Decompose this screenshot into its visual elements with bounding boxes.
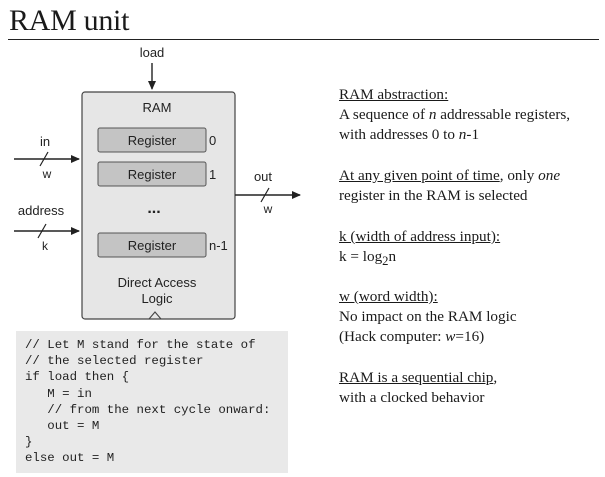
logic-label-line1: Direct Access <box>118 275 197 290</box>
note-line: A sequence of n addressable registers, <box>339 106 571 123</box>
register-box-1 <box>97 161 207 187</box>
note-line: (Hack computer: w=16) <box>339 328 485 345</box>
note-line: k = log2n <box>339 248 397 269</box>
note-line: register in the RAM is selected <box>339 187 528 204</box>
note-heading: RAM abstraction: <box>339 86 449 103</box>
clock-triangle <box>148 311 162 320</box>
logic-label-line2: Logic <box>141 291 173 306</box>
address-bus-slash <box>37 223 47 239</box>
out-bus-slash <box>260 187 270 203</box>
in-bus-slash <box>39 151 49 167</box>
ram-diagram: load RAM Register 0 Register 1 ... Regis… <box>14 45 301 320</box>
note-address-width: k (width of address input): k = log2n <box>339 227 601 271</box>
register-box-0 <box>97 127 207 153</box>
address-label: address <box>18 203 65 218</box>
note-word-width: w (word width): No impact on the RAM log… <box>339 287 601 347</box>
slide-title: RAM unit <box>9 4 130 37</box>
ram-label: RAM <box>143 100 172 115</box>
note-line: No impact on the RAM logic <box>339 308 517 325</box>
note-heading: At any given point of time <box>339 167 500 184</box>
note-heading: RAM is a sequential chip <box>339 369 494 386</box>
note-heading: k (width of address input): <box>339 228 501 245</box>
note-heading: w (word width): <box>339 288 438 305</box>
register-ellipsis: ... <box>147 200 160 217</box>
load-label: load <box>140 45 165 60</box>
register-label-n-1: Register <box>128 238 177 253</box>
title-underline <box>8 39 599 40</box>
note-heading-rest: , <box>493 369 498 386</box>
register-index-1: 1 <box>209 167 216 182</box>
ram-behavior-code: // Let M stand for the state of // the s… <box>16 331 288 473</box>
note-heading-line: RAM is a sequential chip, <box>339 368 601 388</box>
register-index-n-1: n-1 <box>209 238 228 253</box>
in-label: in <box>40 134 50 149</box>
register-label-0: Register <box>128 133 177 148</box>
in-width-label: w <box>42 167 52 181</box>
note-line: with addresses 0 to n-1 <box>339 126 480 143</box>
note-heading-rest: , only one <box>499 167 561 184</box>
out-width-label: w <box>263 202 273 216</box>
address-width-label: k <box>42 239 49 253</box>
out-label: out <box>254 169 272 184</box>
note-line: with a clocked behavior <box>339 389 485 406</box>
register-box-n-1 <box>97 232 207 258</box>
register-index-0: 0 <box>209 133 216 148</box>
note-heading-line: At any given point of time, only one <box>339 166 601 186</box>
note-ram-abstraction: RAM abstraction: A sequence of n address… <box>339 85 601 145</box>
note-selected-register: At any given point of time, only one reg… <box>339 166 601 206</box>
register-label-1: Register <box>128 167 177 182</box>
note-sequential-chip: RAM is a sequential chip, with a clocked… <box>339 368 601 408</box>
